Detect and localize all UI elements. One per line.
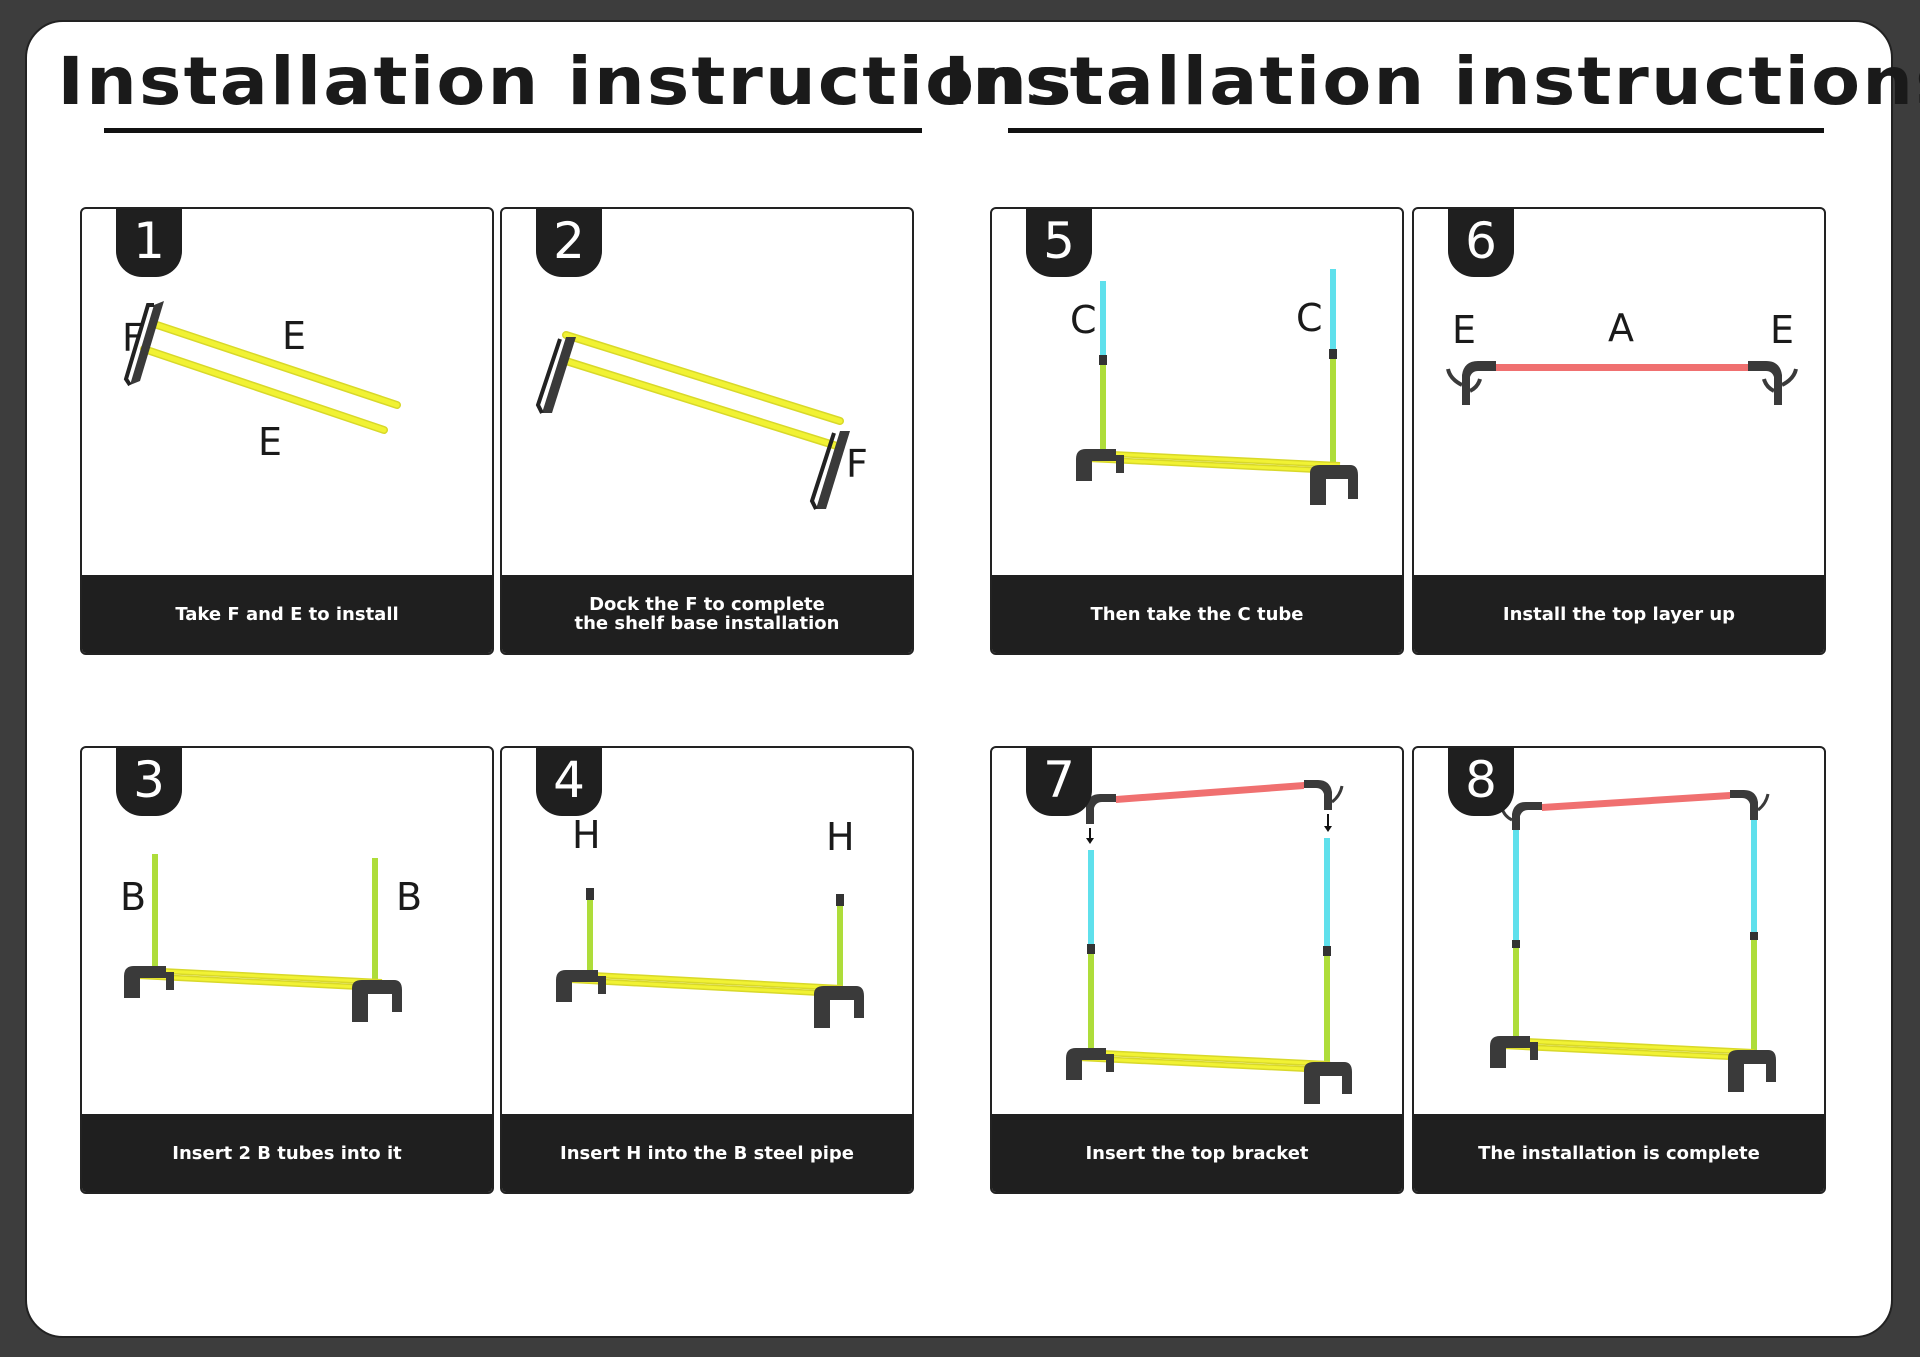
step-2-illustration: F xyxy=(535,331,868,510)
step-caption: Install the top layer up xyxy=(1414,575,1824,653)
label-F: F xyxy=(846,442,868,486)
step-1-illustration: F E E xyxy=(122,301,401,464)
step-caption: The installation is complete xyxy=(1414,1114,1824,1192)
label-B-right: B xyxy=(396,875,422,919)
step-caption: Insert the top bracket xyxy=(992,1114,1402,1192)
label-E-bottom: E xyxy=(258,420,282,464)
step-number-badge: 5 xyxy=(1026,209,1092,277)
step-3-illustration: B B xyxy=(120,854,422,1022)
step-caption: Take F and E to install xyxy=(82,575,492,653)
step-number-badge: 4 xyxy=(536,748,602,816)
label-E-left: E xyxy=(1452,308,1476,352)
step-caption: Insert 2 B tubes into it xyxy=(82,1114,492,1192)
step-caption: Insert H into the B steel pipe xyxy=(502,1114,912,1192)
step-caption: Dock the F to complete the shelf base in… xyxy=(502,575,912,653)
step-panel-2: F 2 Dock the F to complete the shelf bas… xyxy=(500,207,914,655)
step-5-illustration: C C xyxy=(1070,269,1358,505)
heading-right: Installation instructions xyxy=(943,43,1920,120)
step-6-illustration: E A E xyxy=(1446,306,1798,405)
step-caption: Then take the C tube xyxy=(992,575,1402,653)
label-H-right: H xyxy=(826,815,855,859)
heading-underline-left xyxy=(104,128,922,133)
step-number-badge: 6 xyxy=(1448,209,1514,277)
label-H-left: H xyxy=(572,813,601,857)
step-4-illustration: H H xyxy=(556,813,864,1028)
step-number-badge: 7 xyxy=(1026,748,1092,816)
step-number-badge: 2 xyxy=(536,209,602,277)
step-panel-1: F E E 1 Take F and E to install xyxy=(80,207,494,655)
step-panel-6: E A E 6 Install the top layer up xyxy=(1412,207,1826,655)
label-C-right: C xyxy=(1296,296,1323,340)
label-F: F xyxy=(122,316,144,360)
label-B-left: B xyxy=(120,875,146,919)
step-panel-7: 7 Insert the top bracket xyxy=(990,746,1404,1194)
step-panel-5: C C 5 Then take the C tube xyxy=(990,207,1404,655)
label-A: A xyxy=(1608,306,1634,350)
heading-left: Installation instructions xyxy=(57,43,1074,120)
step-panel-4: H H 4 Insert H into the B steel pipe xyxy=(500,746,914,1194)
step-number-badge: 8 xyxy=(1448,748,1514,816)
step-panel-8: 8 The installation is complete xyxy=(1412,746,1826,1194)
label-E-right: E xyxy=(1770,308,1794,352)
label-C-left: C xyxy=(1070,298,1097,342)
step-number-badge: 3 xyxy=(116,748,182,816)
step-8-illustration xyxy=(1490,790,1776,1092)
step-number-badge: 1 xyxy=(116,209,182,277)
heading-underline-right xyxy=(1008,128,1824,133)
step-7-illustration xyxy=(1066,780,1352,1104)
step-panel-3: B B 3 Insert 2 B tubes into it xyxy=(80,746,494,1194)
label-E-top: E xyxy=(282,314,306,358)
